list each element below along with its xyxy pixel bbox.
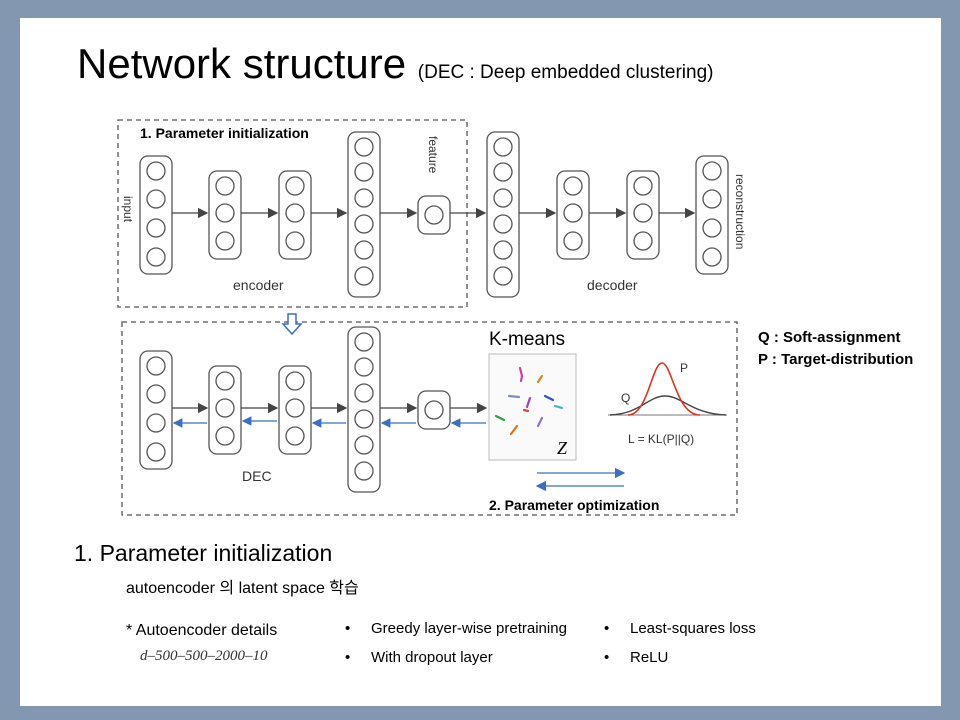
encoder-layer-1: [208, 170, 242, 260]
q-curve-label: Q: [621, 391, 630, 405]
decoder-label: decoder: [587, 277, 638, 293]
bottom-network: [139, 326, 451, 493]
down-arrow-icon: [281, 313, 303, 336]
reconstruction-label: reconstruction: [733, 174, 747, 249]
bullet-item: •With dropout layer: [345, 649, 493, 666]
top-box-label: 1. Parameter initialization: [140, 125, 309, 141]
z-label: Z: [557, 438, 568, 458]
q-curve: [609, 395, 727, 416]
bottom-backward-arrows: [172, 416, 486, 428]
decoder-layer-3: [626, 170, 660, 260]
dec-label: DEC: [242, 468, 272, 484]
slide-title: Network structure (DEC : Deep embedded c…: [77, 40, 713, 88]
section-heading: 1. Parameter initialization: [74, 540, 333, 566]
section-description: autoencoder 의 latent space 학습: [126, 580, 359, 597]
encoder-label: encoder: [233, 277, 284, 293]
encoder-layer-3: [347, 131, 381, 298]
architecture-spec: d–500–500–2000–10: [140, 648, 268, 664]
title-subtitle: (DEC : Deep embedded clustering): [417, 62, 714, 83]
p-curve: [627, 362, 701, 416]
feature-layer: [417, 195, 451, 235]
network-diagram: 1. Parameter initialization input featur…: [117, 119, 747, 516]
embedding-clusters: [494, 366, 564, 436]
distribution-plot: [608, 362, 727, 416]
details-label: * Autoencoder details: [126, 622, 278, 639]
slide: Network structure (DEC : Deep embedded c…: [20, 18, 941, 706]
bullet-item: •Greedy layer-wise pretraining: [345, 620, 567, 637]
encoder-layer-2: [278, 170, 312, 260]
bottom-box-label: 2. Parameter optimization: [489, 497, 659, 513]
p-curve-label: P: [680, 361, 688, 375]
kmeans-label: K-means: [489, 329, 565, 350]
feature-label: feature: [426, 136, 440, 174]
legend-q: Q : Soft-assignment: [758, 329, 901, 346]
reconstruction-layer: [695, 155, 729, 275]
optim-dashed-box: [121, 321, 738, 516]
title-text: Network structure: [77, 40, 407, 87]
bullet-item: •ReLU: [604, 649, 669, 666]
legend-p: P : Target-distribution: [758, 351, 914, 368]
bullet-item: •Least-squares loss: [604, 620, 756, 637]
kl-formula: L = KL(P||Q): [628, 432, 694, 446]
input-layer: [139, 155, 173, 275]
decoder-layer-2: [556, 170, 590, 260]
top-network: [139, 131, 729, 298]
decoder-layer-1: [486, 131, 520, 298]
input-label: input: [121, 196, 135, 223]
